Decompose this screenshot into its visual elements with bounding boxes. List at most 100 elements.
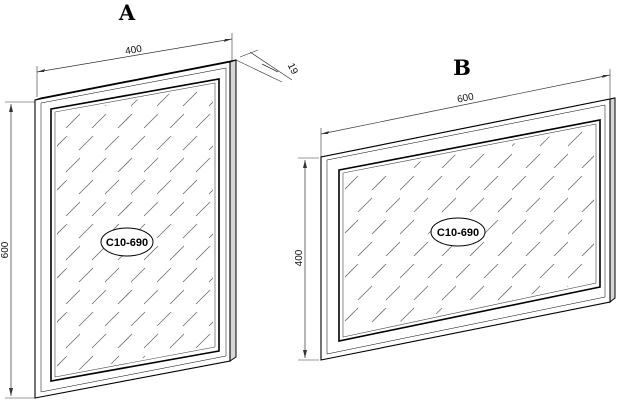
hatch-stroke <box>385 197 401 213</box>
hatch-stroke <box>91 201 107 217</box>
hatch-stroke <box>195 333 211 349</box>
hatch-stroke <box>371 219 387 235</box>
hatch-stroke <box>567 219 583 235</box>
hatch-stroke <box>169 113 185 129</box>
hatch-stroke <box>195 201 211 217</box>
hatch-stroke <box>66 70 80 84</box>
hatch-stroke <box>117 201 133 217</box>
hatch-stroke <box>78 311 94 327</box>
hatch-stroke <box>511 263 527 279</box>
hatch-stroke <box>581 197 594 213</box>
view-b-width-dimension: 600 <box>320 69 611 157</box>
hatch-stroke <box>222 378 236 392</box>
hatch-stroke <box>330 110 344 124</box>
hatch-stroke <box>144 378 158 392</box>
hatch-stroke <box>385 285 401 301</box>
hatch-stroke <box>117 289 133 305</box>
hatch-stroke <box>143 157 159 173</box>
hatch-stroke <box>156 91 172 107</box>
hatch-stroke <box>169 289 185 305</box>
hatch-stroke <box>182 223 198 239</box>
hatch-stroke <box>414 110 428 124</box>
hatch-stroke <box>40 70 54 84</box>
hatch-stroke <box>182 135 198 151</box>
hatch-stroke <box>195 289 211 305</box>
hatch-stroke <box>208 179 213 195</box>
hatch-stroke <box>441 153 457 169</box>
hatch-stroke <box>539 263 555 279</box>
hatch-stroke <box>371 263 387 279</box>
hatch-stroke <box>143 201 159 217</box>
hatch-stroke <box>399 219 415 235</box>
hatch-stroke <box>57 267 68 283</box>
hatch-stroke <box>182 267 198 283</box>
hatch-stroke <box>581 153 594 169</box>
hatch-stroke <box>78 267 94 283</box>
hatch-stroke <box>208 135 213 151</box>
view-a-code-text: C10-690 <box>106 237 148 249</box>
hatch-stroke <box>357 285 373 301</box>
hatch-stroke <box>525 241 541 257</box>
hatch-stroke <box>104 135 120 151</box>
hatch-stroke <box>195 157 211 173</box>
hatch-stroke <box>441 285 457 301</box>
hatch-stroke <box>357 241 373 257</box>
hatch-stroke <box>413 285 429 301</box>
view-b-height-dimension: 400 <box>294 157 319 361</box>
hatch-stroke <box>57 179 68 195</box>
hatch-stroke <box>91 157 107 173</box>
hatch-stroke <box>170 378 184 392</box>
hatch-stroke <box>497 153 513 169</box>
hatch-stroke <box>92 70 106 84</box>
hatch-stroke <box>525 197 541 213</box>
hatch-stroke <box>455 175 471 191</box>
view-b: B 600 400 <box>294 55 616 361</box>
hatch-stroke <box>497 285 513 301</box>
hatch-stroke <box>358 110 372 124</box>
hatch-stroke <box>525 153 541 169</box>
view-a-title: A <box>118 0 136 25</box>
hatch-stroke <box>567 263 583 279</box>
hatch-stroke <box>413 197 429 213</box>
hatch-stroke <box>596 308 610 322</box>
hatch-stroke <box>169 333 185 349</box>
hatch-stroke <box>567 175 583 191</box>
hatch-stroke <box>399 307 415 323</box>
hatch-stroke <box>57 135 68 151</box>
view-a-width-dimension: 400 <box>36 33 233 97</box>
hatch-stroke <box>345 263 359 279</box>
hatch-stroke <box>581 329 594 333</box>
hatch-stroke <box>345 219 359 235</box>
hatch-stroke <box>525 329 541 333</box>
hatch-stroke <box>581 241 594 257</box>
view-b-width-label: 600 <box>456 91 475 105</box>
hatch-stroke <box>427 175 443 191</box>
hatch-stroke <box>483 263 499 279</box>
hatch-stroke <box>57 355 68 371</box>
hatch-stroke <box>371 307 387 323</box>
view-b-height-label: 400 <box>294 249 305 266</box>
hatch-stroke <box>399 175 415 191</box>
hatch-stroke <box>357 197 373 213</box>
hatch-stroke <box>117 113 133 129</box>
hatch-stroke <box>78 355 94 371</box>
hatch-stroke <box>130 135 146 151</box>
view-a-width-label: 400 <box>124 44 143 58</box>
hatch-stroke <box>143 245 159 261</box>
hatch-stroke <box>65 245 81 261</box>
hatch-stroke <box>57 311 68 327</box>
hatch-stroke <box>156 135 172 151</box>
hatch-stroke <box>345 131 359 147</box>
hatch-stroke <box>497 241 513 257</box>
hatch-stroke <box>553 197 569 213</box>
hatch-stroke <box>78 135 94 151</box>
hatch-stroke <box>208 267 213 283</box>
hatch-stroke <box>511 219 527 235</box>
hatch-stroke <box>208 223 213 239</box>
hatch-stroke <box>78 179 94 195</box>
hatch-stroke <box>483 175 499 191</box>
hatch-stroke <box>413 241 429 257</box>
hatch-stroke <box>208 91 213 107</box>
hatch-stroke <box>57 223 68 239</box>
